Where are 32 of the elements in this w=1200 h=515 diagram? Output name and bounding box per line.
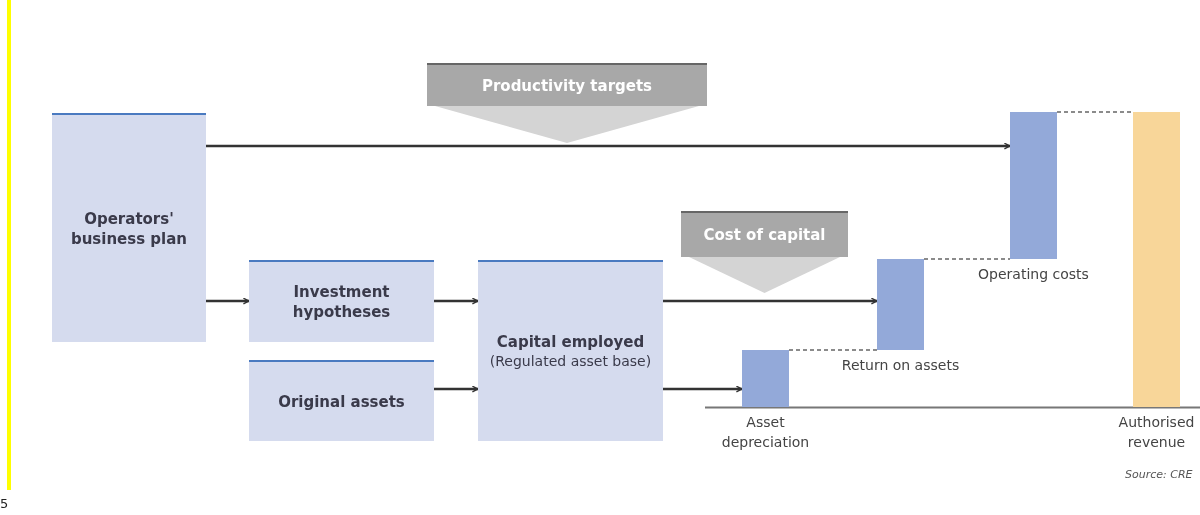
source-note: Source: CRE xyxy=(1125,468,1193,481)
arrow xyxy=(434,385,479,393)
dashed-connector xyxy=(1056,111,1134,113)
node-label: Operators' business plan xyxy=(69,208,189,249)
process-box xyxy=(478,260,663,441)
node-label: Investment hypotheses xyxy=(291,282,392,322)
arrow xyxy=(434,297,479,305)
process-box xyxy=(249,360,434,441)
node-label: Original assets xyxy=(278,391,405,412)
waterfall-bar xyxy=(1133,112,1180,407)
waterfall-bar xyxy=(1010,112,1057,259)
arrow xyxy=(663,297,878,305)
arrow xyxy=(206,297,250,305)
category-label: Return on assets xyxy=(840,356,961,375)
waterfall-bar xyxy=(877,259,924,350)
callout-banner xyxy=(681,211,848,293)
node-label: (Regulated asset base) xyxy=(489,352,652,371)
arrow xyxy=(206,142,1011,150)
callout-banner xyxy=(427,63,707,143)
banner-label: Productivity targets xyxy=(481,75,653,96)
process-box xyxy=(249,260,434,342)
dashed-connector xyxy=(923,258,1011,260)
dashed-connector xyxy=(788,349,878,351)
banner-label: Cost of capital xyxy=(703,225,826,245)
category-label: Authorised revenue xyxy=(1117,413,1196,452)
category-label: Asset depreciation xyxy=(720,413,811,452)
arrow xyxy=(663,385,743,393)
node-label: Capital employed xyxy=(496,332,645,352)
page-number: 5 xyxy=(0,496,9,511)
waterfall-bar xyxy=(742,350,789,407)
process-box xyxy=(52,113,206,342)
category-label: Operating costs xyxy=(977,265,1090,284)
